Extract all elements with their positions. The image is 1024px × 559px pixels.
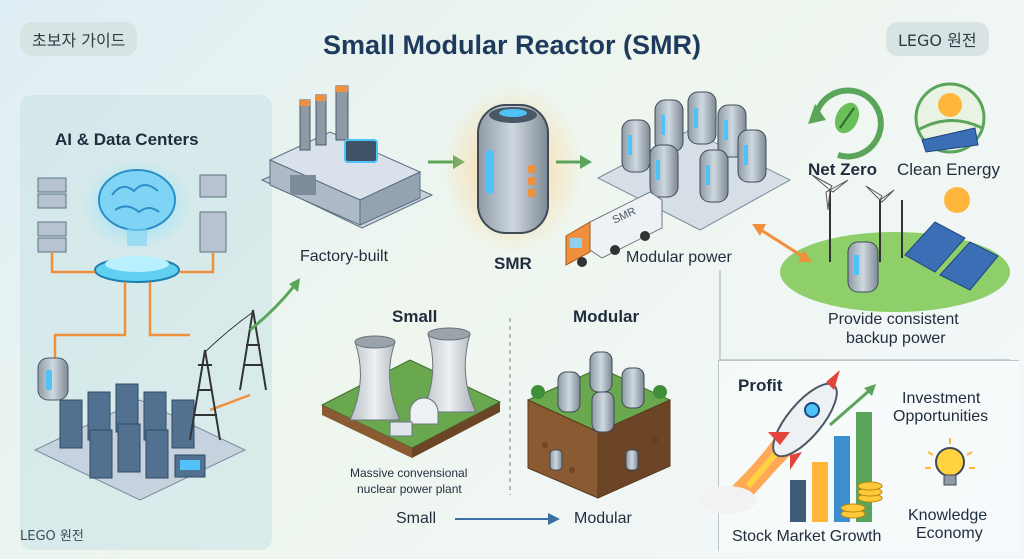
factory-built-label: Factory-built <box>300 248 389 265</box>
lego-nuclear-tag: LEGO 원전 <box>886 22 989 56</box>
investment-line2: Opportunities <box>893 408 989 425</box>
bottom-small-label: Small <box>396 510 437 527</box>
ai-data-centers-title: AI & Data Centers <box>55 130 199 149</box>
knowledge-line2: Economy <box>916 525 983 542</box>
modular-block-icon <box>526 351 672 499</box>
net-zero-icon <box>808 87 884 160</box>
net-zero-label: Net Zero <box>808 160 877 179</box>
server-stack-icon <box>37 174 227 253</box>
profit-label: Profit <box>738 376 783 395</box>
brain-icon <box>82 160 192 283</box>
investment-line1: Investment <box>902 390 981 407</box>
page-title: Small Modular Reactor (SMR) <box>322 30 702 60</box>
bottom-modular-label: Modular <box>574 510 632 527</box>
double-arrow-icon <box>752 224 812 262</box>
small-title: Small <box>392 307 438 326</box>
power-pylon-icon <box>189 309 267 441</box>
factory-icon <box>260 85 434 229</box>
truck-icon <box>565 191 663 267</box>
bottom-arrow <box>455 513 560 525</box>
modular-reactors-icon <box>596 91 792 231</box>
lego-footer-label: LEGO 원전 <box>20 529 84 544</box>
green-arrow-smr-to-modular <box>556 155 592 169</box>
green-arrow-to-factory <box>249 278 300 332</box>
clean-energy-icon <box>914 82 986 154</box>
plant-caption-line1: Massive convensional <box>350 466 468 480</box>
plant-caption-line2: nuclear power plant <box>357 482 462 496</box>
lightbulb-icon <box>925 438 975 486</box>
modular-title: Modular <box>573 307 640 326</box>
bar-chart-icon <box>790 384 883 522</box>
small-reactor-icon <box>37 357 69 401</box>
rocket-icon <box>700 370 840 514</box>
backup-power-scene <box>780 174 1010 312</box>
backup-power-line1: Provide consistent <box>828 311 959 328</box>
conventional-plant-icon <box>320 327 502 458</box>
knowledge-line1: Knowledge <box>908 507 988 524</box>
smr-reactor-icon <box>443 85 583 255</box>
beginner-guide-tag: 초보자 가이드 <box>20 22 138 56</box>
clean-energy-label: Clean Energy <box>897 160 1001 179</box>
orange-wiring <box>50 252 251 412</box>
server-racks-icon <box>33 383 247 501</box>
smr-label: SMR <box>494 254 532 273</box>
stock-growth-label: Stock Market Growth <box>732 528 882 545</box>
backup-power-line2: backup power <box>846 330 946 347</box>
modular-power-label: Modular power <box>626 249 732 266</box>
divider-line <box>719 270 1010 361</box>
